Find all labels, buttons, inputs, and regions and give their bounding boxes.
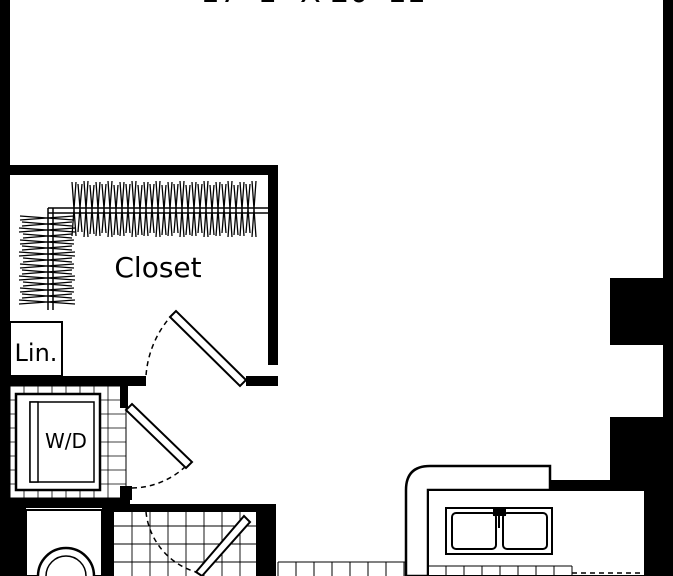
left-wall-lower [0, 170, 10, 576]
sink-right-basin [502, 512, 548, 550]
left-wall-top [0, 0, 10, 170]
sink-left-basin [451, 512, 497, 550]
linen-closet: Lin. [9, 321, 63, 377]
hangers-left [18, 215, 76, 305]
hangers-top [71, 180, 257, 238]
right-column [610, 278, 673, 345]
wd-wall-right [120, 386, 128, 408]
closet: Closet [0, 165, 278, 388]
closet-bottom-wall-left [0, 376, 146, 386]
bathroom [10, 508, 114, 576]
linen-label: Lin. [15, 339, 58, 367]
closet-top-wall [0, 165, 278, 175]
wd-wall-right-lower [120, 486, 132, 500]
right-column-lower [610, 417, 673, 485]
faucet [493, 508, 506, 516]
floor-tiles-bottom [277, 561, 573, 576]
wd-wall-bottom [10, 498, 130, 508]
right-wall-bottom [645, 485, 673, 576]
right-wall-upper [663, 0, 673, 278]
washer-dryer-label: W/D [45, 429, 87, 453]
washer-dryer-area: W/D [9, 385, 194, 508]
right-wall-middle [663, 345, 673, 417]
bath-tile-floor [114, 504, 276, 576]
kitchen [404, 464, 646, 576]
wd-door [124, 402, 194, 489]
room-dimensions-label: 17'-1" X 20'-11" [201, 0, 440, 10]
closet-door [145, 309, 248, 388]
closet-bottom-wall-right [246, 376, 278, 386]
closet-label: Closet [114, 251, 201, 284]
kitchen-wall-top [550, 480, 645, 490]
closet-right-wall [268, 165, 278, 365]
